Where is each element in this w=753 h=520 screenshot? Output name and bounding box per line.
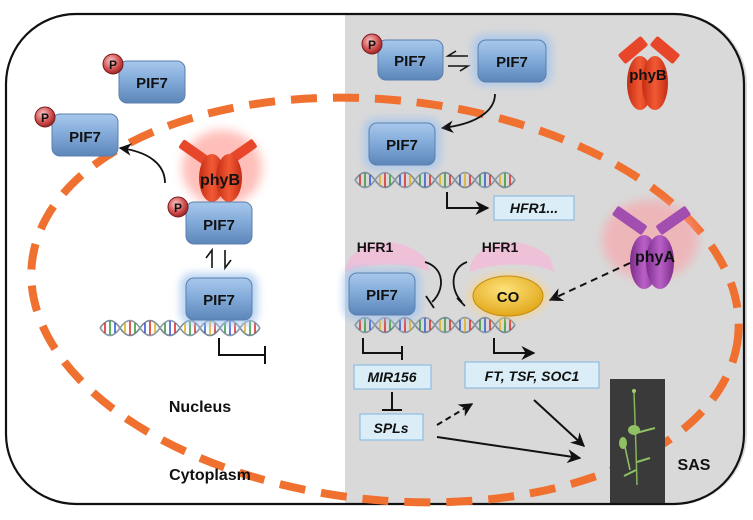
pif7-label: PIF7 [136, 75, 168, 92]
phospho-label: P [174, 201, 182, 215]
phospho-label: P [368, 38, 376, 52]
export-arrow [118, 143, 166, 184]
equilibrium-arrow-horizontal [445, 50, 471, 72]
pif7-label: PIF7 [386, 137, 418, 154]
pif7-label: PIF7 [496, 54, 528, 71]
pif7-phospho-shade: PIF7 P [361, 33, 444, 81]
pif7-label: PIF7 [366, 287, 398, 304]
pif7-active-left: PIF7 [180, 273, 258, 325]
pif7-active-nucleus-lower: PIF7 [343, 268, 421, 320]
hfr1-inhibits-co [452, 261, 468, 307]
spls-to-sas-arrow [436, 436, 582, 464]
co-label: CO [497, 289, 520, 306]
phyA-to-co-arrow [548, 262, 631, 302]
mir156-inhibits-spls [382, 392, 402, 411]
pif7-label: PIF7 [203, 217, 235, 234]
plant-photo [610, 379, 665, 503]
pif7-active-nucleus-upper: PIF7 [363, 118, 441, 170]
pif7-label: PIF7 [203, 292, 235, 309]
phospho-label: P [41, 111, 49, 125]
flowering-to-sas-arrow [533, 399, 586, 447]
gene-box-mir156 [353, 364, 432, 390]
hfr1-label: HFR1 [357, 239, 394, 255]
nucleus-label: Nucleus [169, 399, 231, 416]
co-protein: CO [468, 273, 548, 319]
pif7-phospho-cytoplasm-1: PIF7 P [102, 53, 186, 104]
nuclear-envelope [27, 93, 743, 507]
pif7-active-shade: PIF7 [472, 34, 552, 86]
hfr1-cap-pif7 [345, 242, 430, 272]
gene-mir156-label: MIR156 [367, 369, 416, 385]
phyB-label: phyB [200, 172, 240, 189]
phyB-inactive: phyB [618, 36, 680, 110]
gene-box-spls [359, 413, 424, 441]
gene-box-flowering [464, 361, 600, 389]
phospho-label: P [109, 58, 117, 72]
phyB-active: phyB [178, 130, 262, 206]
pif7-phospho-nucleus: PIF7 P [167, 196, 253, 245]
gene-hfr1-label: HFR1... [510, 200, 558, 216]
pif7-label: PIF7 [394, 53, 426, 70]
phyA-label: phyA [635, 249, 675, 266]
gene-flowering-label: FT, TSF, SOC1 [485, 368, 580, 384]
inhibition-bracket-left [218, 338, 266, 364]
phyA: phyA [602, 200, 698, 289]
activation-arrow-ft [493, 338, 536, 360]
hfr1-inhibits-pif7 [424, 261, 442, 309]
phyB-label: phyB [629, 67, 667, 84]
hfr1-label: HFR1 [482, 239, 519, 255]
cell-boundary [4, 12, 746, 506]
equilibrium-arrow-vertical [205, 247, 232, 271]
cytoplasm-label: Cytoplasm [169, 467, 251, 484]
spls-to-flowering-arrow [436, 403, 474, 426]
activation-arrow-hfr1 [446, 192, 490, 215]
sas-label: SAS [678, 457, 711, 474]
inhibition-bracket-mir156 [362, 338, 403, 360]
gene-box-hfr1 [493, 195, 575, 221]
pif7-label: PIF7 [69, 129, 101, 146]
import-arrow [440, 93, 496, 134]
gene-spls-label: SPLs [373, 420, 408, 436]
hfr1-cap-co [470, 242, 555, 272]
pif7-phospho-cytoplasm-2: PIF7 P [34, 106, 119, 157]
